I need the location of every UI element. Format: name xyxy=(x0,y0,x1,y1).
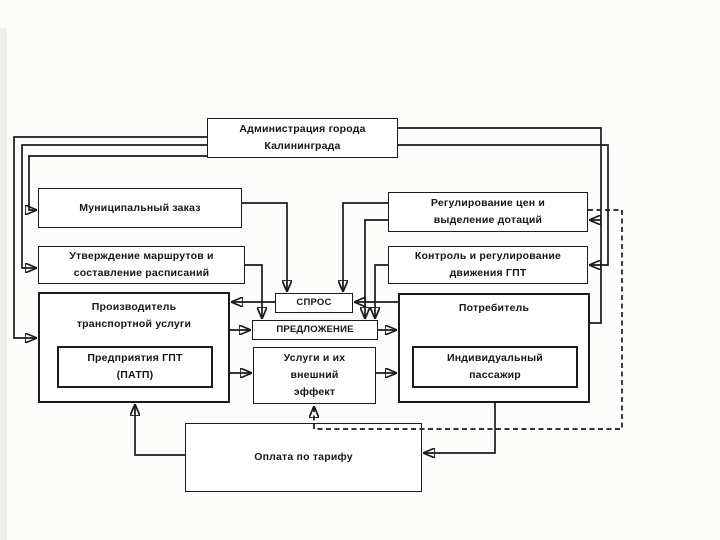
node-gpt-enterprises: Предприятия ГПТ (ПАТП) xyxy=(57,346,213,388)
node-payment: Оплата по тарифу xyxy=(185,423,422,492)
arrow-municipal-order-to-demand xyxy=(242,202,287,291)
node-label: СПРОС xyxy=(296,297,332,308)
node-label: Утверждение маршрутов и xyxy=(69,250,214,262)
node-traffic-control: Контроль и регулирование движения ГПТ xyxy=(388,246,588,284)
node-label: эффект xyxy=(293,386,336,398)
node-label: (ПАТП) xyxy=(116,369,154,381)
arrow-price-regulation-to-demand xyxy=(343,202,388,291)
node-administration: Администрация города Калининграда xyxy=(207,118,398,158)
line-consumer-feedback-to-admin xyxy=(590,221,602,324)
node-label: движения ГПТ xyxy=(449,267,527,279)
node-label: Предприятия ГПТ xyxy=(87,352,183,364)
node-label: пассажир xyxy=(469,369,521,381)
node-label: транспортной услуги xyxy=(76,318,192,330)
arrow-routes-to-supply xyxy=(245,264,262,318)
node-label: Муниципальный заказ xyxy=(79,201,201,214)
arrow-consumer-to-payment xyxy=(424,403,496,453)
node-label: составление расписаний xyxy=(73,267,210,279)
node-label: Оплата по тарифу xyxy=(254,451,353,463)
node-label: Услуги и их xyxy=(283,352,346,364)
node-services: Услуги и их внешний эффект xyxy=(253,347,376,404)
node-label: Потребитель xyxy=(458,302,530,314)
node-municipal-order: Муниципальный заказ xyxy=(38,188,242,228)
node-supply: ПРЕДЛОЖЕНИЕ xyxy=(252,320,378,340)
node-label: Регулирование цен и xyxy=(430,197,546,209)
node-label: Контроль и регулирование xyxy=(414,250,562,262)
node-label: Калининграда xyxy=(264,140,341,152)
node-label: Производитель xyxy=(91,301,177,313)
node-label: выделение дотаций xyxy=(433,214,543,226)
node-route-approval: Утверждение маршрутов и составление расп… xyxy=(38,246,245,284)
arrow-price-regulation-to-supply xyxy=(365,219,388,318)
node-label: ПРЕДЛОЖЕНИЕ xyxy=(276,324,354,335)
scan-edge-artifact xyxy=(0,28,7,540)
arrow-payment-to-producer xyxy=(135,405,185,456)
node-label: внешний xyxy=(290,369,339,381)
node-price-regulation: Регулирование цен и выделение дотаций xyxy=(388,192,588,232)
node-individual-passenger: Индивидуальный пассажир xyxy=(412,346,578,388)
node-demand: СПРОС xyxy=(275,293,353,313)
node-label: Индивидуальный xyxy=(447,352,543,364)
node-label: Администрация города xyxy=(239,123,366,135)
arrow-traffic-control-to-supply xyxy=(375,264,388,318)
